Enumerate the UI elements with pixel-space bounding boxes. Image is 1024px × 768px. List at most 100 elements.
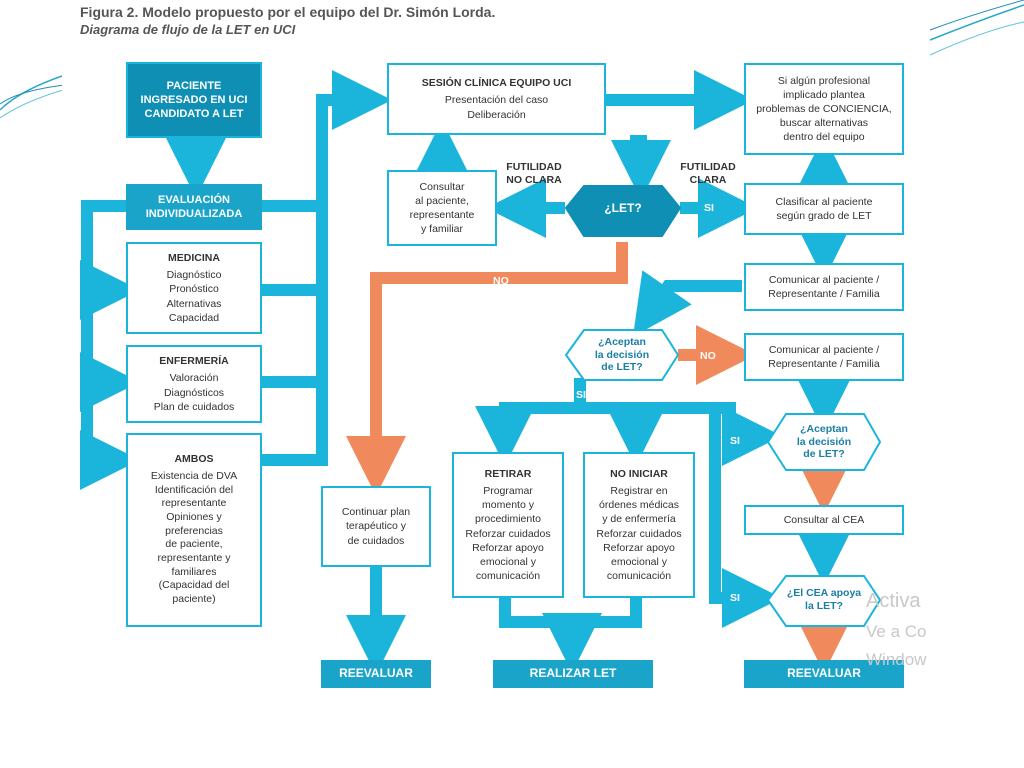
medicina-line: Pronóstico xyxy=(169,283,219,296)
continuar-line: Continuar plan xyxy=(341,506,411,519)
paciente-line-1: PACIENTE xyxy=(166,79,222,92)
continuar-line: de cuidados xyxy=(347,534,405,547)
no-iniciar-line: emocional y xyxy=(610,555,668,568)
retirar-title: RETIRAR xyxy=(484,467,532,480)
futilidad-no-clara-line-1: FUTILIDAD xyxy=(506,161,562,173)
aceptan-2-line: de LET? xyxy=(803,448,845,461)
sesion-line: Deliberación xyxy=(467,108,526,121)
figure-title: Figura 2. Modelo propuesto por el equipo… xyxy=(80,4,496,20)
aceptan-1-line: la decisión xyxy=(594,348,650,361)
ambos-line: Existencia de DVA xyxy=(150,470,238,483)
consultar-line: representante xyxy=(409,209,475,221)
consultar-box: Consultar al paciente, representante y f… xyxy=(387,170,497,246)
no-iniciar-box: NO INICIAR Registrar en órdenes médicas … xyxy=(583,452,695,598)
no-let-tag: NO xyxy=(493,275,509,287)
no-aceptan-1-tag: NO xyxy=(700,350,716,362)
conciencia-line: buscar alternativas xyxy=(779,117,869,130)
aceptan-2-line: la decisión xyxy=(796,435,852,448)
consultar-line: al paciente, xyxy=(415,194,469,207)
ambos-line: Identificación del xyxy=(154,483,234,496)
enfermeria-line: Valoración xyxy=(169,372,219,385)
medicina-box: MEDICINA Diagnóstico Pronóstico Alternat… xyxy=(126,242,262,334)
no-iniciar-line: Registrar en xyxy=(610,484,668,497)
consultar-cea-box: Consultar al CEA xyxy=(744,505,904,535)
paciente-node: PACIENTE INGRESADO EN UCI CANDIDATO A LE… xyxy=(126,62,262,138)
medicina-line: Diagnóstico xyxy=(166,269,222,282)
ambos-line: representante xyxy=(161,497,227,510)
continuar-box: Continuar plan terapéutico y de cuidados xyxy=(321,486,431,567)
ambos-line: preferencias xyxy=(165,524,223,537)
consultar-cea-label: Consultar al CEA xyxy=(783,513,865,526)
retirar-line: procedimiento xyxy=(475,513,541,526)
ambos-line: paciente) xyxy=(172,592,216,605)
realizar-let-node: REALIZAR LET xyxy=(493,660,653,688)
comunicar-1-line: Comunicar al paciente / xyxy=(768,273,880,286)
comunicar-2-line: Representante / Familia xyxy=(768,358,880,370)
no-iniciar-line: y de enfermería xyxy=(602,513,676,526)
futilidad-clara-line-1: FUTILIDAD xyxy=(680,161,736,173)
enfermeria-box: ENFERMERÍA Valoración Diagnósticos Plan … xyxy=(126,345,262,423)
aceptan-2-label: ¿Aceptan la decisión de LET? xyxy=(772,423,876,461)
watermark-line-3: Window xyxy=(866,650,927,669)
reevaluar-1-node: REEVALUAR xyxy=(321,660,431,688)
evaluacion-line-2: INDIVIDUALIZADA xyxy=(145,208,243,220)
watermark-line-2: Ve a Co xyxy=(866,622,927,641)
medicina-line: Alternativas xyxy=(166,297,222,310)
consultar-line: Consultar xyxy=(419,180,465,193)
conciencia-line: Si algún profesional xyxy=(777,74,871,87)
no-iniciar-line: Reforzar cuidados xyxy=(596,527,682,540)
medicina-line: Capacidad xyxy=(168,311,220,324)
no-iniciar-line: órdenes médicas xyxy=(599,499,679,512)
clasificar-box: Clasificar al paciente según grado de LE… xyxy=(744,183,904,235)
ambos-box: AMBOS Existencia de DVA Identificación d… xyxy=(126,433,262,627)
paciente-line-2: INGRESADO EN UCI xyxy=(140,93,248,106)
no-iniciar-line: Reforzar apoyo xyxy=(603,541,675,554)
sesion-box: SESIÓN CLÍNICA EQUIPO UCI Presentación d… xyxy=(387,63,606,135)
aceptan-2-line: ¿Aceptan xyxy=(800,423,848,435)
futilidad-clara-line-2: CLARA xyxy=(689,173,727,186)
evaluacion-line-1: EVALUACIÓN xyxy=(158,193,230,206)
enfermeria-title: ENFERMERÍA xyxy=(159,355,229,368)
enfermeria-line: Plan de cuidados xyxy=(153,400,235,413)
retirar-box: RETIRAR Programar momento y procedimient… xyxy=(452,452,564,598)
aceptan-1-line: de LET? xyxy=(601,361,643,374)
futilidad-clara-label: FUTILIDAD CLARA xyxy=(676,161,740,186)
clasificar-line: según grado de LET xyxy=(776,210,872,222)
ambos-line: familiares xyxy=(171,565,217,578)
conciencia-line: dentro del equipo xyxy=(783,131,865,144)
clasificar-line: Clasificar al paciente xyxy=(775,195,873,208)
retirar-line: Reforzar cuidados xyxy=(465,527,551,540)
consultar-line: y familiar xyxy=(420,223,463,236)
si-cea-tag: SI xyxy=(730,592,740,604)
aceptan-1-label: ¿Aceptan la decisión de LET? xyxy=(570,336,674,374)
continuar-line: terapéutico y xyxy=(345,520,407,533)
retirar-line: Programar xyxy=(483,484,533,497)
watermark-line-1: Activa xyxy=(866,590,921,612)
ambos-line: de paciente, xyxy=(165,538,223,551)
paciente-line-3: CANDIDATO A LET xyxy=(144,108,244,121)
sesion-line: Presentación del caso xyxy=(444,94,549,107)
cea-apoya-line: ¿El CEA apoya xyxy=(786,587,862,599)
medicina-title: MEDICINA xyxy=(168,252,220,265)
si-let-tag: SI xyxy=(704,202,714,214)
conciencia-line: problemas de CONCIENCIA, xyxy=(756,102,892,115)
conciencia-box: Si algún profesional implicado plantea p… xyxy=(744,63,904,155)
futilidad-no-clara-label: FUTILIDAD NO CLARA xyxy=(500,161,568,186)
comunicar-2-line: Comunicar al paciente / xyxy=(768,343,880,356)
retirar-line: momento y xyxy=(482,499,534,512)
enfermeria-line: Diagnósticos xyxy=(163,386,225,399)
no-iniciar-title: NO INICIAR xyxy=(610,467,668,480)
let-decision-label: ¿LET? xyxy=(604,201,642,215)
retirar-line: comunicación xyxy=(475,570,541,583)
futilidad-no-clara-line-2: NO CLARA xyxy=(506,173,562,186)
evaluacion-node: EVALUACIÓN INDIVIDUALIZADA xyxy=(126,184,262,230)
ambos-line: (Capacidad del xyxy=(158,579,230,592)
retirar-line: emocional y xyxy=(479,555,537,568)
aceptan-1-line: ¿Aceptan xyxy=(598,336,646,348)
si-aceptan-1-tag: SI xyxy=(576,389,586,401)
